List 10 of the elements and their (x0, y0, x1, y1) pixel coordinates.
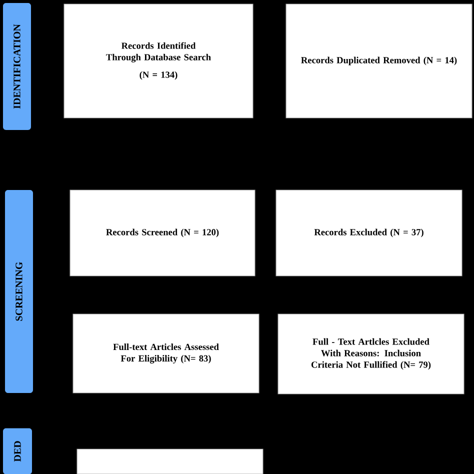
process-box (76, 448, 264, 474)
process-box: Records Duplicated Removed (N = 14) (286, 4, 472, 118)
stage-tab: IDENTIFICATION (3, 3, 31, 130)
process-box: Full-text Articles Assessed For Eligibility (N= 83) (72, 314, 260, 394)
process-box: Records Identified Through Database Search (N = 134) (64, 4, 254, 118)
process-box: Records Excluded (N = 37) (276, 190, 462, 276)
stage-tab: SCREENING (5, 190, 33, 393)
stage-tab: DED (3, 428, 32, 474)
process-box: Full - Text Artlcles Excluded With Reasons: Inclusion Criteria Not Fullified (N= 79) (278, 314, 464, 394)
process-box: Records Screened (N = 120) (70, 190, 256, 276)
